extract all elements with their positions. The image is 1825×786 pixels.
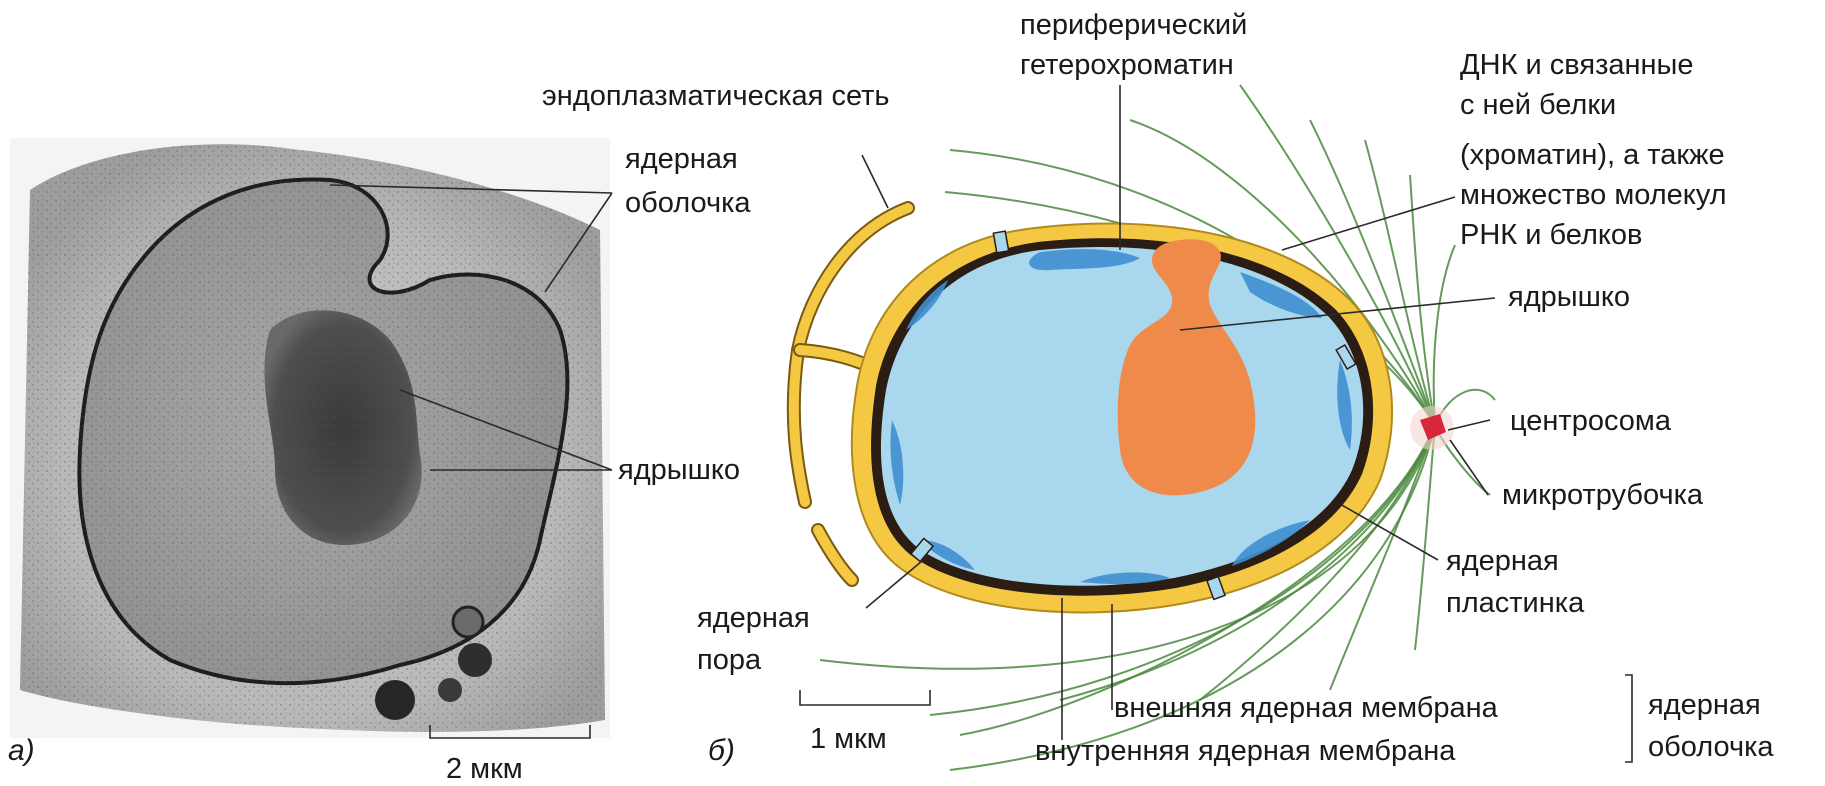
label-nucleolus-a: ядрышко	[618, 454, 740, 486]
scale-bar-b	[800, 690, 930, 705]
label-pore-2: пора	[697, 644, 762, 676]
label-envelope-a-2: оболочка	[625, 187, 751, 219]
label-pore-1: ядерная	[697, 602, 810, 634]
label-er: эндоплазматическая сеть	[542, 80, 890, 112]
label-lamina-1: ядерная	[1446, 545, 1559, 577]
label-heterochromatin-2: гетерохроматин	[1020, 49, 1234, 81]
label-lamina-2: пластинка	[1446, 587, 1585, 619]
panel-letter-a: а)	[8, 734, 35, 767]
label-heterochromatin-1: периферический	[1020, 9, 1247, 41]
label-envelope-b-1: ядерная	[1648, 689, 1761, 721]
scale-label-b: 1 мкм	[810, 723, 887, 755]
label-chromatin-4: множество молекул	[1460, 179, 1727, 211]
label-chromatin-2: с ней белки	[1460, 89, 1616, 121]
label-envelope-a-1: ядерная	[625, 143, 738, 175]
envelope-bracket	[1625, 675, 1632, 762]
label-centrosome: центросома	[1510, 405, 1672, 437]
schematic	[794, 85, 1495, 770]
centrosome	[1410, 406, 1454, 450]
label-envelope-b-2: оболочка	[1648, 731, 1774, 763]
micrograph	[10, 138, 612, 738]
label-nucleolus-b: ядрышко	[1508, 281, 1630, 313]
scale-label-a: 2 мкм	[446, 753, 523, 785]
label-microtubule: микротрубочка	[1502, 479, 1704, 511]
panel-letter-b: б)	[708, 734, 735, 767]
label-chromatin-3: (хроматин), а также	[1460, 139, 1725, 171]
label-inner-membrane: внутренняя ядерная мембрана	[1035, 735, 1456, 767]
label-chromatin-5: РНК и белков	[1460, 219, 1642, 251]
label-outer-membrane: внешняя ядерная мембрана	[1114, 692, 1499, 724]
label-chromatin-1: ДНК и связанные	[1460, 49, 1694, 81]
